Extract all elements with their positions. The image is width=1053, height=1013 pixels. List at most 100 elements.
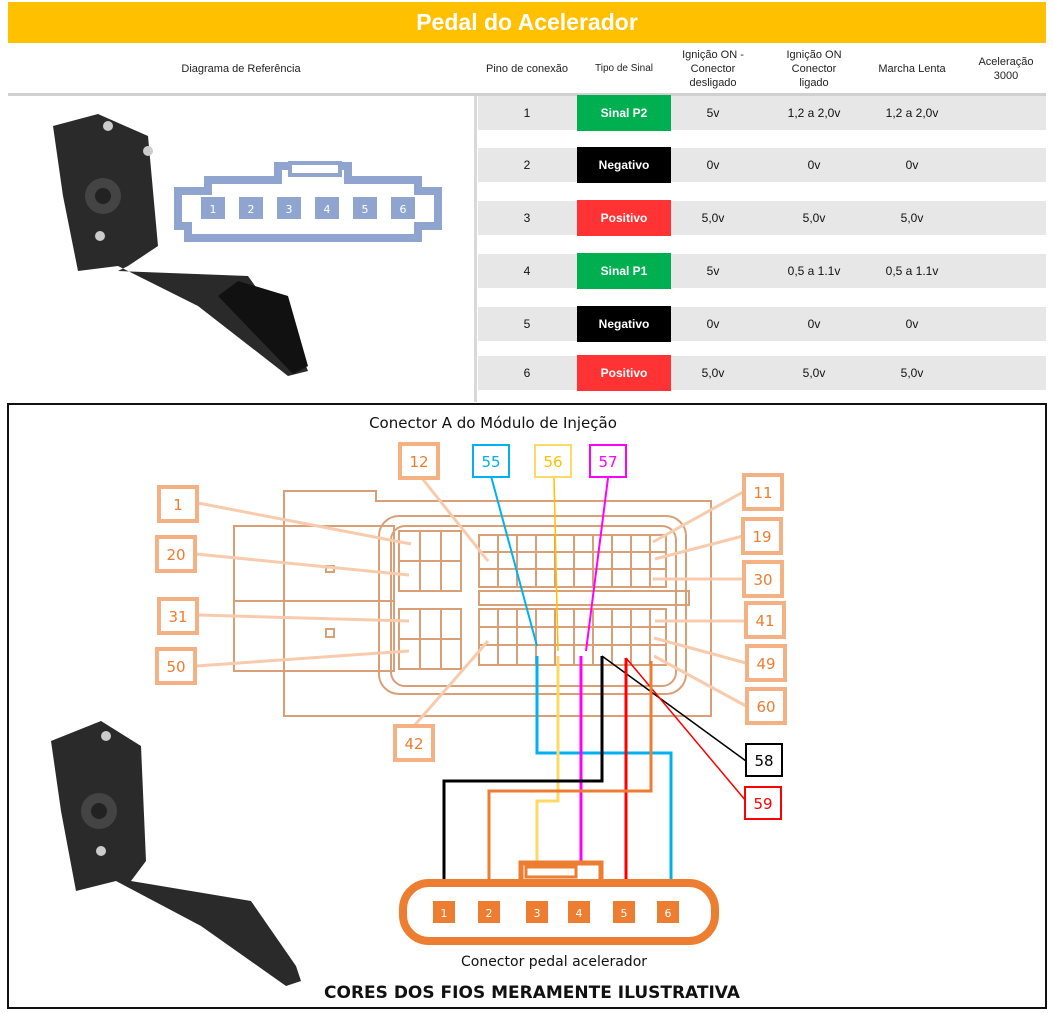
wire-pin-label: 59 <box>753 795 772 813</box>
cell-on: 5,0v <box>802 211 826 225</box>
pedal-pin <box>526 901 548 923</box>
signal-badge: Positivo <box>577 355 671 391</box>
ecu-pin-box <box>744 601 786 639</box>
ecu-pin-box <box>155 647 197 685</box>
wiring-diagram: Conector A do Módulo de Injeção <box>7 403 1047 1009</box>
header-ign-off: Ignição ON - Conector desligado <box>675 44 751 94</box>
cell-pin: 5 <box>523 317 531 331</box>
pedal-pin-label: 2 <box>486 907 493 920</box>
ecu-pin-box <box>393 724 435 762</box>
cell-on: 0,5 a 1.1v <box>787 264 841 278</box>
ecu-pin-label: 1 <box>173 496 183 514</box>
reference-pin-label: 1 <box>210 203 217 216</box>
ecu-pin-box <box>155 535 197 573</box>
ecu-pin-label: 41 <box>755 612 774 630</box>
reference-pin <box>315 197 339 219</box>
cell-idle: 0v <box>905 317 919 331</box>
ecu-pin-box <box>745 687 787 725</box>
ecu-pin-label: 19 <box>752 528 771 546</box>
pedal-pin <box>613 901 635 923</box>
ecu-pin-box <box>741 517 783 555</box>
signal-badge: Positivo <box>577 200 671 236</box>
cell-off: 5v <box>706 106 720 120</box>
pedal-pin-label: 1 <box>441 907 448 920</box>
wires <box>442 475 747 901</box>
header-idle: Marcha Lenta <box>876 44 948 94</box>
signal-badge: Sinal P1 <box>577 253 671 289</box>
ecu-pin-box <box>157 485 199 523</box>
wire-pin-label: 56 <box>543 453 562 471</box>
pedal-photo <box>51 721 301 986</box>
footer-note: CORES DOS FIOS MERAMENTE ILUSTRATIVA <box>324 983 741 1003</box>
wire-yellow-upper <box>553 477 559 652</box>
wire-pin-box <box>744 786 782 820</box>
cell-accel <box>965 307 1047 341</box>
cell-pin: 6 <box>523 366 531 380</box>
header-pin: Pino de conexão <box>478 44 576 94</box>
ecu-pin-box <box>745 644 787 682</box>
accelerator-pedal-icon <box>53 114 308 376</box>
wire-pin-box <box>534 444 572 478</box>
ecu-pin-box <box>742 473 784 511</box>
ecu-pin-label: 50 <box>166 658 185 676</box>
ecu-pin-label: 20 <box>166 546 185 564</box>
cell-accel <box>965 201 1047 235</box>
cell-pin: 3 <box>523 211 531 225</box>
ecu-pin-box <box>157 597 199 635</box>
reference-pin-label: 5 <box>362 203 369 216</box>
ecu-pin-label: 49 <box>756 655 775 673</box>
ecu-pin-label: 12 <box>409 453 428 471</box>
ecu-pin-label: 31 <box>168 608 187 626</box>
header-ign-on: Ignição ON Conector ligado <box>778 44 850 94</box>
reference-pin-label: 4 <box>324 203 331 216</box>
reference-pin-label: 2 <box>248 203 255 216</box>
pedal-pin-label: 3 <box>534 907 541 920</box>
wire-red-diagonal <box>625 657 747 802</box>
pedal-pin <box>657 901 679 923</box>
ecu-pin-label: 11 <box>753 484 772 502</box>
cell-pin: 2 <box>523 158 531 172</box>
ecu-pin-label: 42 <box>404 735 423 753</box>
cell-on: 5,0v <box>802 366 826 380</box>
cell-accel <box>965 148 1047 182</box>
cell-idle: 1,2 a 2,0v <box>885 106 939 120</box>
reference-pin <box>277 197 301 219</box>
signal-badge: Negativo <box>577 306 671 342</box>
reference-pin-label: 6 <box>400 203 407 216</box>
cell-off: 5v <box>706 264 720 278</box>
wire-pin-box <box>745 743 783 777</box>
table-row: 6 5,0v 5,0v 5,0v Positivo <box>478 355 1046 391</box>
ecu-pin-box <box>742 560 784 598</box>
header-accel: Aceleração 3000 <box>965 44 1047 94</box>
reference-pin <box>391 197 415 219</box>
module-connector-title: Conector A do Módulo de Injeção <box>369 414 617 432</box>
signal-badge: Sinal P2 <box>577 95 671 131</box>
ecu-pin-label: 30 <box>753 571 772 589</box>
cell-idle: 5,0v <box>900 366 924 380</box>
wire-orange <box>487 661 653 901</box>
cell-accel <box>965 254 1047 288</box>
wire-pin-label: 58 <box>754 752 773 770</box>
pedal-pin <box>433 901 455 923</box>
cell-off: 0v <box>706 317 720 331</box>
pedal-pin-label: 5 <box>621 907 628 920</box>
pedal-pin <box>478 901 500 923</box>
cell-idle: 0v <box>905 158 919 172</box>
pedal-pin-label: 4 <box>576 907 583 920</box>
header-divider <box>8 93 1046 96</box>
reference-pin <box>239 197 263 219</box>
page-title: Pedal do Acelerador <box>8 2 1046 43</box>
cell-off: 5,0v <box>701 366 725 380</box>
wire-magenta-upper <box>585 477 609 652</box>
cell-on: 1,2 a 2,0v <box>787 106 841 120</box>
reference-pin <box>201 197 225 219</box>
